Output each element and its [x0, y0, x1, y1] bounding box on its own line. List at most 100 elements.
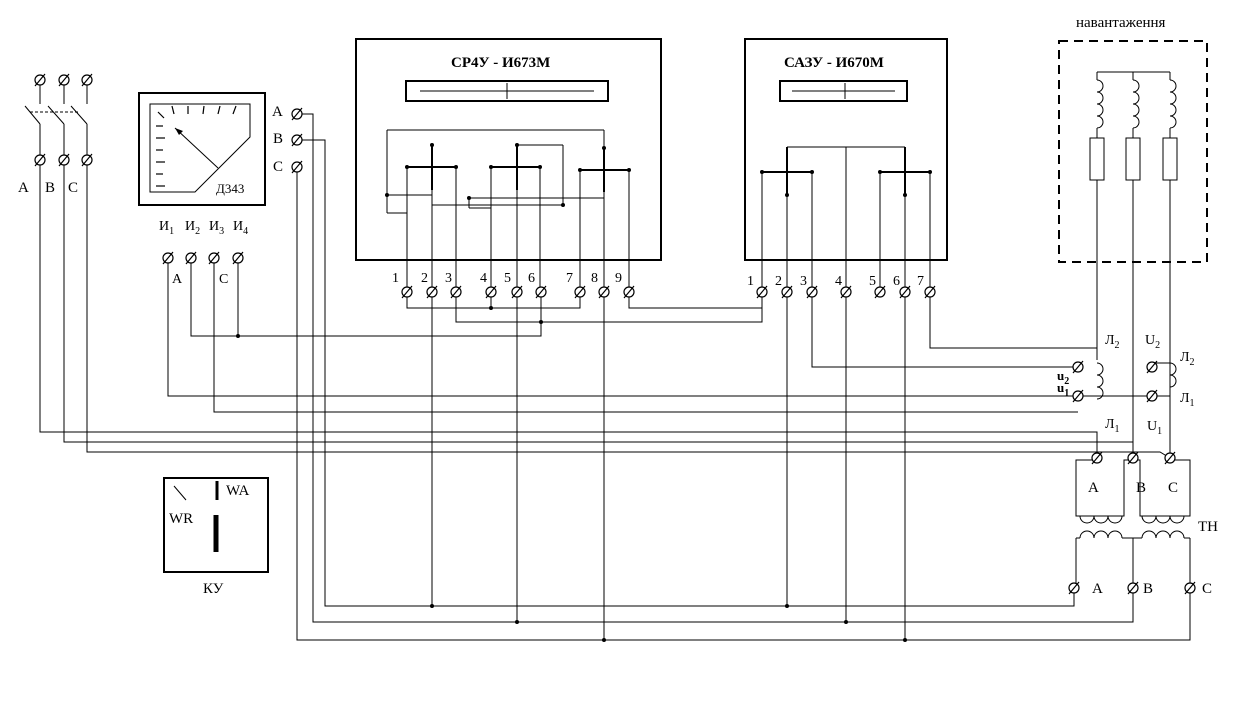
terminal-screw [81, 153, 93, 167]
terminal-screw [535, 285, 547, 299]
control-switch: WA WR КУ [163, 477, 269, 597]
terminal-screw [162, 251, 174, 265]
active-terminal-label: 5 [504, 271, 511, 286]
terminal-screw [1146, 389, 1158, 403]
reactive-terminal-label: 7 [917, 274, 924, 289]
terminal-screw [485, 285, 497, 299]
load-inductor-a [1096, 72, 1104, 138]
vt-secondary-c: C [1202, 581, 1212, 597]
active-meter-register [405, 80, 609, 102]
terminal-screw [598, 285, 610, 299]
feed-label-a: A [272, 104, 283, 120]
active-terminal-label: 3 [445, 271, 452, 286]
terminal-screw [208, 251, 220, 265]
reactive-terminal-label: 5 [869, 274, 876, 289]
terminal-screw [1127, 451, 1139, 465]
load-resistor-a [1089, 137, 1105, 181]
ct-l1-left: Л1 [1105, 417, 1120, 435]
terminal-screw [58, 153, 70, 167]
terminal-screw [1091, 451, 1103, 465]
terminal-screw [232, 251, 244, 265]
ct-l2-left: Л2 [1105, 333, 1120, 351]
terminal-screw [806, 285, 818, 299]
active-terminal-label: 8 [591, 271, 598, 286]
vt-secondary-b: B [1143, 581, 1153, 597]
phase-label-a: A [172, 272, 183, 287]
active-terminal-label: 7 [566, 271, 573, 286]
vt-primary-b: B [1136, 480, 1146, 496]
terminal-screw [291, 160, 303, 174]
terminal-group [34, 73, 1196, 595]
terminal-screw [450, 285, 462, 299]
terminal-screw [899, 285, 911, 299]
terminal-screw [1072, 389, 1084, 403]
terminal-screw [511, 285, 523, 299]
reactive-terminal-label: 6 [893, 274, 900, 289]
wattmeter: Д343 [138, 92, 266, 206]
reactive-terminal-label: 1 [747, 274, 754, 289]
active-terminal-label: 1 [392, 271, 399, 286]
switch-wa-label: WA [226, 483, 249, 499]
active-terminal-label: 6 [528, 271, 535, 286]
reactive-terminal-label: 2 [775, 274, 782, 289]
reactive-energy-meter: САЗУ - И670М 1 2 3 4 5 6 7 [744, 38, 948, 292]
terminal-screw [426, 285, 438, 299]
feed-labels: A B C [272, 104, 283, 175]
load-resistor-c [1162, 137, 1178, 181]
terminal-screw [401, 285, 413, 299]
phase-label-c: C [219, 272, 228, 287]
breaker-phase-c: C [68, 180, 78, 196]
terminal-screw [1164, 451, 1176, 465]
load-block: навантаження [1058, 15, 1208, 263]
feed-label-b: B [273, 131, 283, 147]
ct-u1: U1 [1147, 419, 1162, 437]
terminal-screw [924, 285, 936, 299]
active-meter-title: СР4У - И673М [451, 55, 550, 71]
reactive-terminal-label: 4 [835, 274, 842, 289]
terminal-label-i1: И1 [159, 219, 174, 237]
ct-u2: U2 [1145, 333, 1160, 351]
terminal-screw [1072, 360, 1084, 374]
vt-primary-c: C [1168, 480, 1178, 496]
terminal-screw [185, 251, 197, 265]
breaker-phase-a: A [18, 180, 29, 196]
ct-l2-right: Л2 [1180, 350, 1195, 368]
wattmeter-terminal-labels: И1 И2 И3 И4 A C [159, 219, 248, 287]
feed-label-c: C [273, 159, 283, 175]
reactive-meter-title: САЗУ - И670М [784, 55, 884, 71]
switch-label: КУ [203, 581, 224, 597]
load-inductor-c [1169, 72, 1177, 138]
terminal-screw [781, 285, 793, 299]
terminal-screw [623, 285, 635, 299]
ct-u1-small: u1 [1057, 380, 1069, 399]
wiring [39, 113, 1191, 642]
terminal-screw [756, 285, 768, 299]
terminal-screw [1068, 581, 1080, 595]
circuit-breaker: A B C [18, 80, 88, 196]
load-label: навантаження [1076, 15, 1166, 31]
switch-wr-label: WR [169, 511, 193, 527]
reactive-meter-register [779, 80, 908, 102]
current-transformers: Л2 U2 Л2 u2 u1 Л1 Л1 U1 [1057, 333, 1195, 437]
terminal-screw [1146, 360, 1158, 374]
vt-label: ТН [1198, 519, 1218, 535]
reactive-terminal-label: 3 [800, 274, 807, 289]
terminal-screw [1127, 581, 1139, 595]
ct-u2-small: u2 [1057, 368, 1069, 387]
terminal-label-i3: И3 [209, 219, 224, 237]
voltage-transformer: ТН A B C A B C [1075, 459, 1218, 597]
terminal-screw [58, 73, 70, 87]
active-terminal-label: 2 [421, 271, 428, 286]
terminal-screw [34, 153, 46, 167]
terminal-screw [291, 133, 303, 147]
terminal-label-i2: И2 [185, 219, 200, 237]
wattmeter-label: Д343 [216, 181, 244, 196]
terminal-screw [574, 285, 586, 299]
breaker-phase-b: B [45, 180, 55, 196]
terminal-screw [81, 73, 93, 87]
active-terminal-label: 9 [615, 271, 622, 286]
active-energy-meter: СР4У - И673М [355, 38, 662, 292]
terminal-label-i4: И4 [233, 219, 248, 237]
terminal-screw [874, 285, 886, 299]
